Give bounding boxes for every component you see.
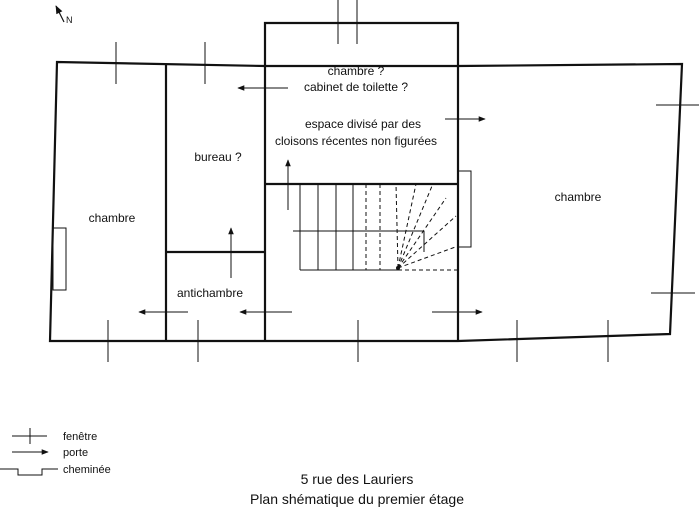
fireplace-legend-icon: [0, 468, 58, 476]
north-arrow-icon: [55, 5, 65, 23]
fireplace-marks: [52, 170, 472, 291]
room-label-bureau: bureau ?: [194, 150, 242, 164]
window-marks: [107, 0, 699, 362]
room-label-center-1: chambre ?: [328, 64, 385, 78]
window-legend-icon: [12, 428, 47, 444]
caption-address: 5 rue des Lauriers: [301, 471, 414, 487]
legend: fenêtre porte cheminée: [0, 428, 111, 476]
room-label-chambre-east: chambre: [555, 190, 602, 204]
room-label-chambre-west: chambre: [89, 211, 136, 225]
door-arrows: [138, 85, 486, 315]
legend-fireplace-label: cheminée: [63, 464, 111, 476]
staircase: [293, 183, 459, 271]
note-line-2: cloisons récentes non figurées: [275, 134, 437, 148]
caption-title: Plan shématique du premier étage: [250, 491, 464, 507]
north-label: N: [66, 15, 73, 25]
room-label-antichambre: antichambre: [177, 286, 243, 300]
note-line-1: espace divisé par des: [305, 117, 421, 131]
room-label-center-2: cabinet de toilette ?: [304, 80, 408, 94]
legend-door-label: porte: [63, 447, 88, 459]
legend-window-label: fenêtre: [63, 431, 97, 443]
